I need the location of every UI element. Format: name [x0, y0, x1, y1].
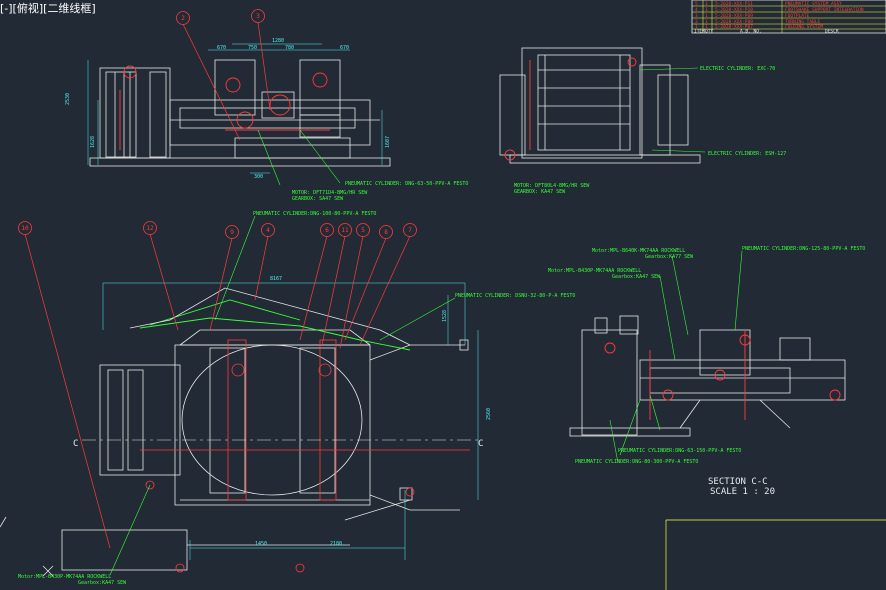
- top-left-view[interactable]: 1280 670 750 780 670 2530 1628 1607 300 …: [65, 38, 468, 202]
- callout-top2-gear: GEARBOX: KA47 SEW: [514, 189, 566, 195]
- tb-dwg-4: 5-2028-XXX-P08: [715, 19, 753, 25]
- tb-item-1: 5: [695, 1, 698, 7]
- callout-main-cyl-mid: PNEUMATIC CYLINDER: DSNU-32-80-P-A FESTO: [455, 293, 575, 299]
- tb-desc-2: FOOTSHAKE SUPPORT INTEGRATION: [785, 7, 864, 13]
- tb-dwg-1: 5-2028-XXX-P11: [715, 1, 753, 7]
- dim-1528: 1528: [442, 310, 448, 322]
- callout-sec-motor1: Motor:MPL-B640K-MK74AA ROCKWELL: [592, 248, 685, 254]
- dim-2530: 2530: [65, 93, 71, 105]
- tb-desc-1: PNEUMATIC SYSTEM ASSY: [785, 1, 842, 7]
- tb-dwg-3: 5-2028-XXX-P09: [715, 13, 753, 19]
- balloon-5: 5: [361, 227, 365, 234]
- tb-qty-4: 1: [705, 19, 708, 25]
- balloon-10: 10: [21, 225, 29, 232]
- callout-top1-motor: MOTOR: DFT71D4-BMG/HR SEW: [292, 190, 368, 196]
- balloon-2: 2: [181, 15, 185, 22]
- tb-qty-1: 1: [705, 1, 708, 7]
- callout-top2-motor: MOTOR: DFT80L4-BMG/HR SEW: [514, 183, 590, 189]
- section-marker-right: C: [478, 439, 483, 449]
- ucs-icon: [0, 516, 54, 577]
- dim-670b: 670: [340, 45, 349, 51]
- viewport-label[interactable]: [-][俯视][二维线框]: [0, 2, 96, 15]
- callout-main-cyl-top: PNEUMATIC CYLINDER:DNG-100-80-PPV-A FEST…: [253, 211, 376, 217]
- tb-qty-5: 1: [705, 24, 708, 30]
- tb-item-5: 1: [695, 24, 698, 30]
- section-marker-left: C: [73, 439, 78, 449]
- dim-300: 300: [254, 174, 263, 180]
- dim-750: 750: [248, 45, 257, 51]
- callout-main-gear: Gearbox:KA47 SEW: [78, 580, 127, 586]
- callout-sec-gear2: Gearbox:KA47 SEW: [612, 274, 661, 280]
- section-view[interactable]: Motor:MPL-B640K-MK74AA ROCKWELL Gearbox:…: [548, 246, 865, 497]
- tb-item-3: 3: [695, 13, 698, 19]
- callout-sec-cyl3: PNEUMATIC CYLINDER:DNG-80-300-PPV-A FEST…: [575, 459, 698, 465]
- balloon-9: 9: [230, 229, 234, 236]
- dim-2180: 2180: [330, 541, 342, 547]
- callout-top1-gear: GEARBOX: SA47 SEW: [292, 196, 344, 202]
- tb-qty-2: 1: [705, 7, 708, 13]
- tb-header-item: ITEM: [694, 29, 705, 35]
- dim-780: 780: [285, 45, 294, 51]
- tb-dwg-2: 5-2028-XXX-P10: [715, 7, 753, 13]
- balloon-4: 4: [266, 227, 270, 234]
- dim-1607: 1607: [385, 136, 391, 148]
- balloon-3: 3: [256, 13, 260, 20]
- main-view[interactable]: C C 8167 1528 2560 1450 2180: [18, 211, 575, 586]
- tb-header-dwg: A.B. NO.: [740, 29, 762, 35]
- dim-8167: 8167: [270, 276, 282, 282]
- callout-main-motor: Motor:MPL-B430P-MK74AA ROCKWELL: [18, 574, 111, 580]
- dim-1450: 1450: [255, 541, 267, 547]
- callout-top1-cyl: PNEUMATIC CYLINDER: DNG-63-50-PPV-A FEST…: [345, 181, 468, 187]
- frame-border: [665, 519, 886, 590]
- dim-670a: 670: [217, 45, 226, 51]
- balloon-8: 8: [384, 229, 388, 236]
- top-right-view[interactable]: ELECTRIC CYLINDER: EXC-70 ELECTRIC CYLIN…: [499, 47, 786, 195]
- balloon-11: 11: [341, 227, 349, 234]
- callout-sec-cyl2: PNEUMATIC CYLINDER:DNG-63-150-PPV-A FEST…: [618, 448, 741, 454]
- tb-item-2: 4: [695, 7, 698, 13]
- balloon-12: 12: [146, 225, 154, 232]
- callout-sec-motor2: Motor:MPL-B430P-MK74AA ROCKWELL: [548, 268, 641, 274]
- section-scale: SCALE 1 : 20: [710, 487, 775, 497]
- balloon-6: 6: [325, 227, 329, 234]
- callout-top2-cyl2: ELECTRIC CYLINDER: ESH-127: [708, 151, 786, 157]
- callout-sec-gear1: Gearbox:KA77 SEW: [645, 254, 694, 260]
- dim-1280: 1280: [272, 38, 284, 44]
- tb-item-4: 2: [695, 19, 698, 25]
- balloons: 2 3 10 12 9 4 6 11 5 8 7: [18, 9, 417, 549]
- tb-desc-5: FOLDING SYSTEM: [785, 24, 823, 30]
- tb-header-desc: DESCR: [825, 29, 839, 35]
- balloon-7: 7: [408, 227, 412, 234]
- callout-top2-cyl1: ELECTRIC CYLINDER: EXC-70: [700, 66, 775, 72]
- section-title: SECTION C-C: [708, 477, 768, 487]
- tb-qty-3: 1: [705, 13, 708, 19]
- tb-header-qty: QTY: [705, 29, 713, 35]
- tb-desc-4: TURNING TABLE: [785, 19, 821, 25]
- tb-desc-3: FOOTPLATE: [785, 13, 810, 19]
- dim-2560: 2560: [486, 408, 492, 420]
- title-block: 5 1 5-2028-XXX-P11 PNEUMATIC SYSTEM ASSY…: [691, 0, 886, 35]
- callout-sec-cyl1: PNEUMATIC CYLINDER:DNG-125-80-PPV-A FEST…: [742, 246, 865, 252]
- tb-dwg-5: 5-2028-XXX-P07: [715, 24, 753, 30]
- dim-1628: 1628: [90, 136, 96, 148]
